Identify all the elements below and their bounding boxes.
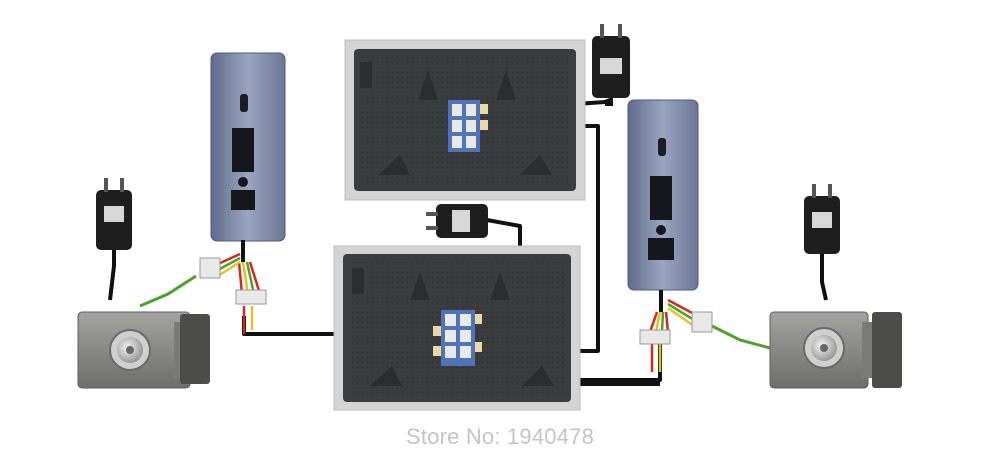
monitor-bottom <box>333 245 581 411</box>
control-wires-left <box>139 252 262 334</box>
adapter-right <box>804 184 840 301</box>
connector-left-lower <box>235 289 267 305</box>
lock-right <box>769 311 902 389</box>
terminal-block-top <box>448 100 488 152</box>
adapter-left <box>96 178 132 301</box>
store-watermark: Store No: 1940478 <box>405 424 595 449</box>
doorbell-right <box>627 99 699 312</box>
adapter-middle <box>426 204 488 238</box>
connector-right-lower <box>639 329 671 345</box>
lock-left <box>77 311 210 389</box>
adapter-top <box>592 24 630 106</box>
connector-right-upper <box>691 311 713 333</box>
doorbell-left <box>210 52 286 262</box>
terminal-block-bottom <box>433 310 482 366</box>
control-wires-right <box>648 298 771 372</box>
connector-left-upper <box>199 257 221 279</box>
monitor-top <box>344 39 586 201</box>
